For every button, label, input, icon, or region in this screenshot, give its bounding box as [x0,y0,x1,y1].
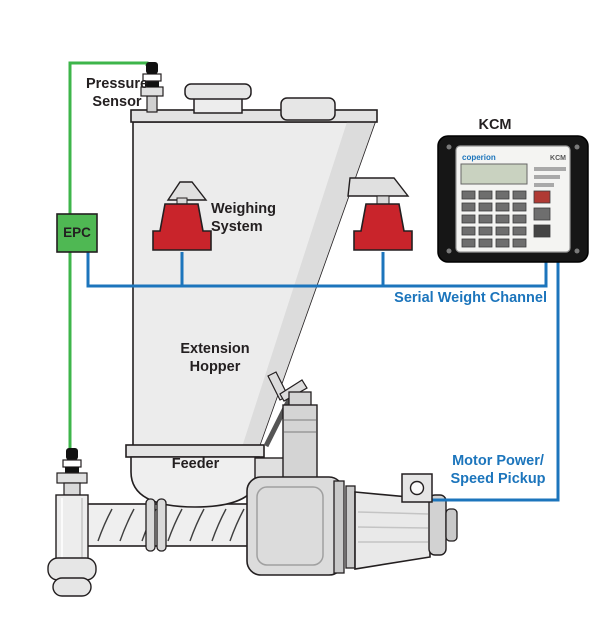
kcm-print-line [534,175,560,179]
kcm-screw [574,144,580,150]
kcm-keypad [461,190,551,248]
pressure-sensor-label: Pressure Sensor [85,76,149,110]
kcm-screw [446,144,452,150]
extension-hopper-label: Extension Hopper [180,341,250,375]
kcm-print-line [534,167,566,171]
serial-weight-channel-label: Serial Weight Channel [394,290,547,306]
tube-flange [145,498,167,552]
sensor-tip [146,62,158,74]
pressure-sensor-bottom [47,448,97,597]
motor-power-wire [430,262,560,502]
kcm-model-text: KCM [550,155,566,162]
sensor-tip [66,448,78,460]
kcm-display [460,163,528,185]
weighing-system-label: Weighing System [211,201,276,235]
motor-tail [445,508,458,542]
screw-tube [85,503,249,547]
motor [354,491,458,570]
kcm-screw [446,248,452,254]
epc-label: EPC [63,225,91,240]
kcm-print-line [534,183,554,187]
gearbox [246,476,356,576]
gear-column [282,391,318,481]
weighing-module-right [353,203,413,251]
weigh-bracket-left [166,181,208,201]
kcm-brand-text: coperion [462,153,496,162]
hopper-inlet-left [184,83,252,114]
serial-weight-channel-wire [86,252,548,288]
pressure-sensor-top [140,62,164,113]
extension-hopper [130,83,410,448]
screw-conveyor [85,503,249,547]
kcm-controller: coperion KCM [437,135,589,263]
weighing-module-left [152,203,212,251]
epc-box [56,213,98,253]
motor-power-label: Motor Power/ Speed Pickup [450,453,546,487]
hopper-rim [130,109,378,123]
hopper-inlet-right [280,97,336,121]
speed-pickup-box [401,473,433,503]
kcm-label: KCM [478,117,512,133]
feeder-bowl [125,444,265,508]
kcm-screw [574,248,580,254]
motor-end-cap [428,494,447,556]
weigh-bracket-right [347,177,410,197]
feeder-label: Feeder [171,456,220,472]
